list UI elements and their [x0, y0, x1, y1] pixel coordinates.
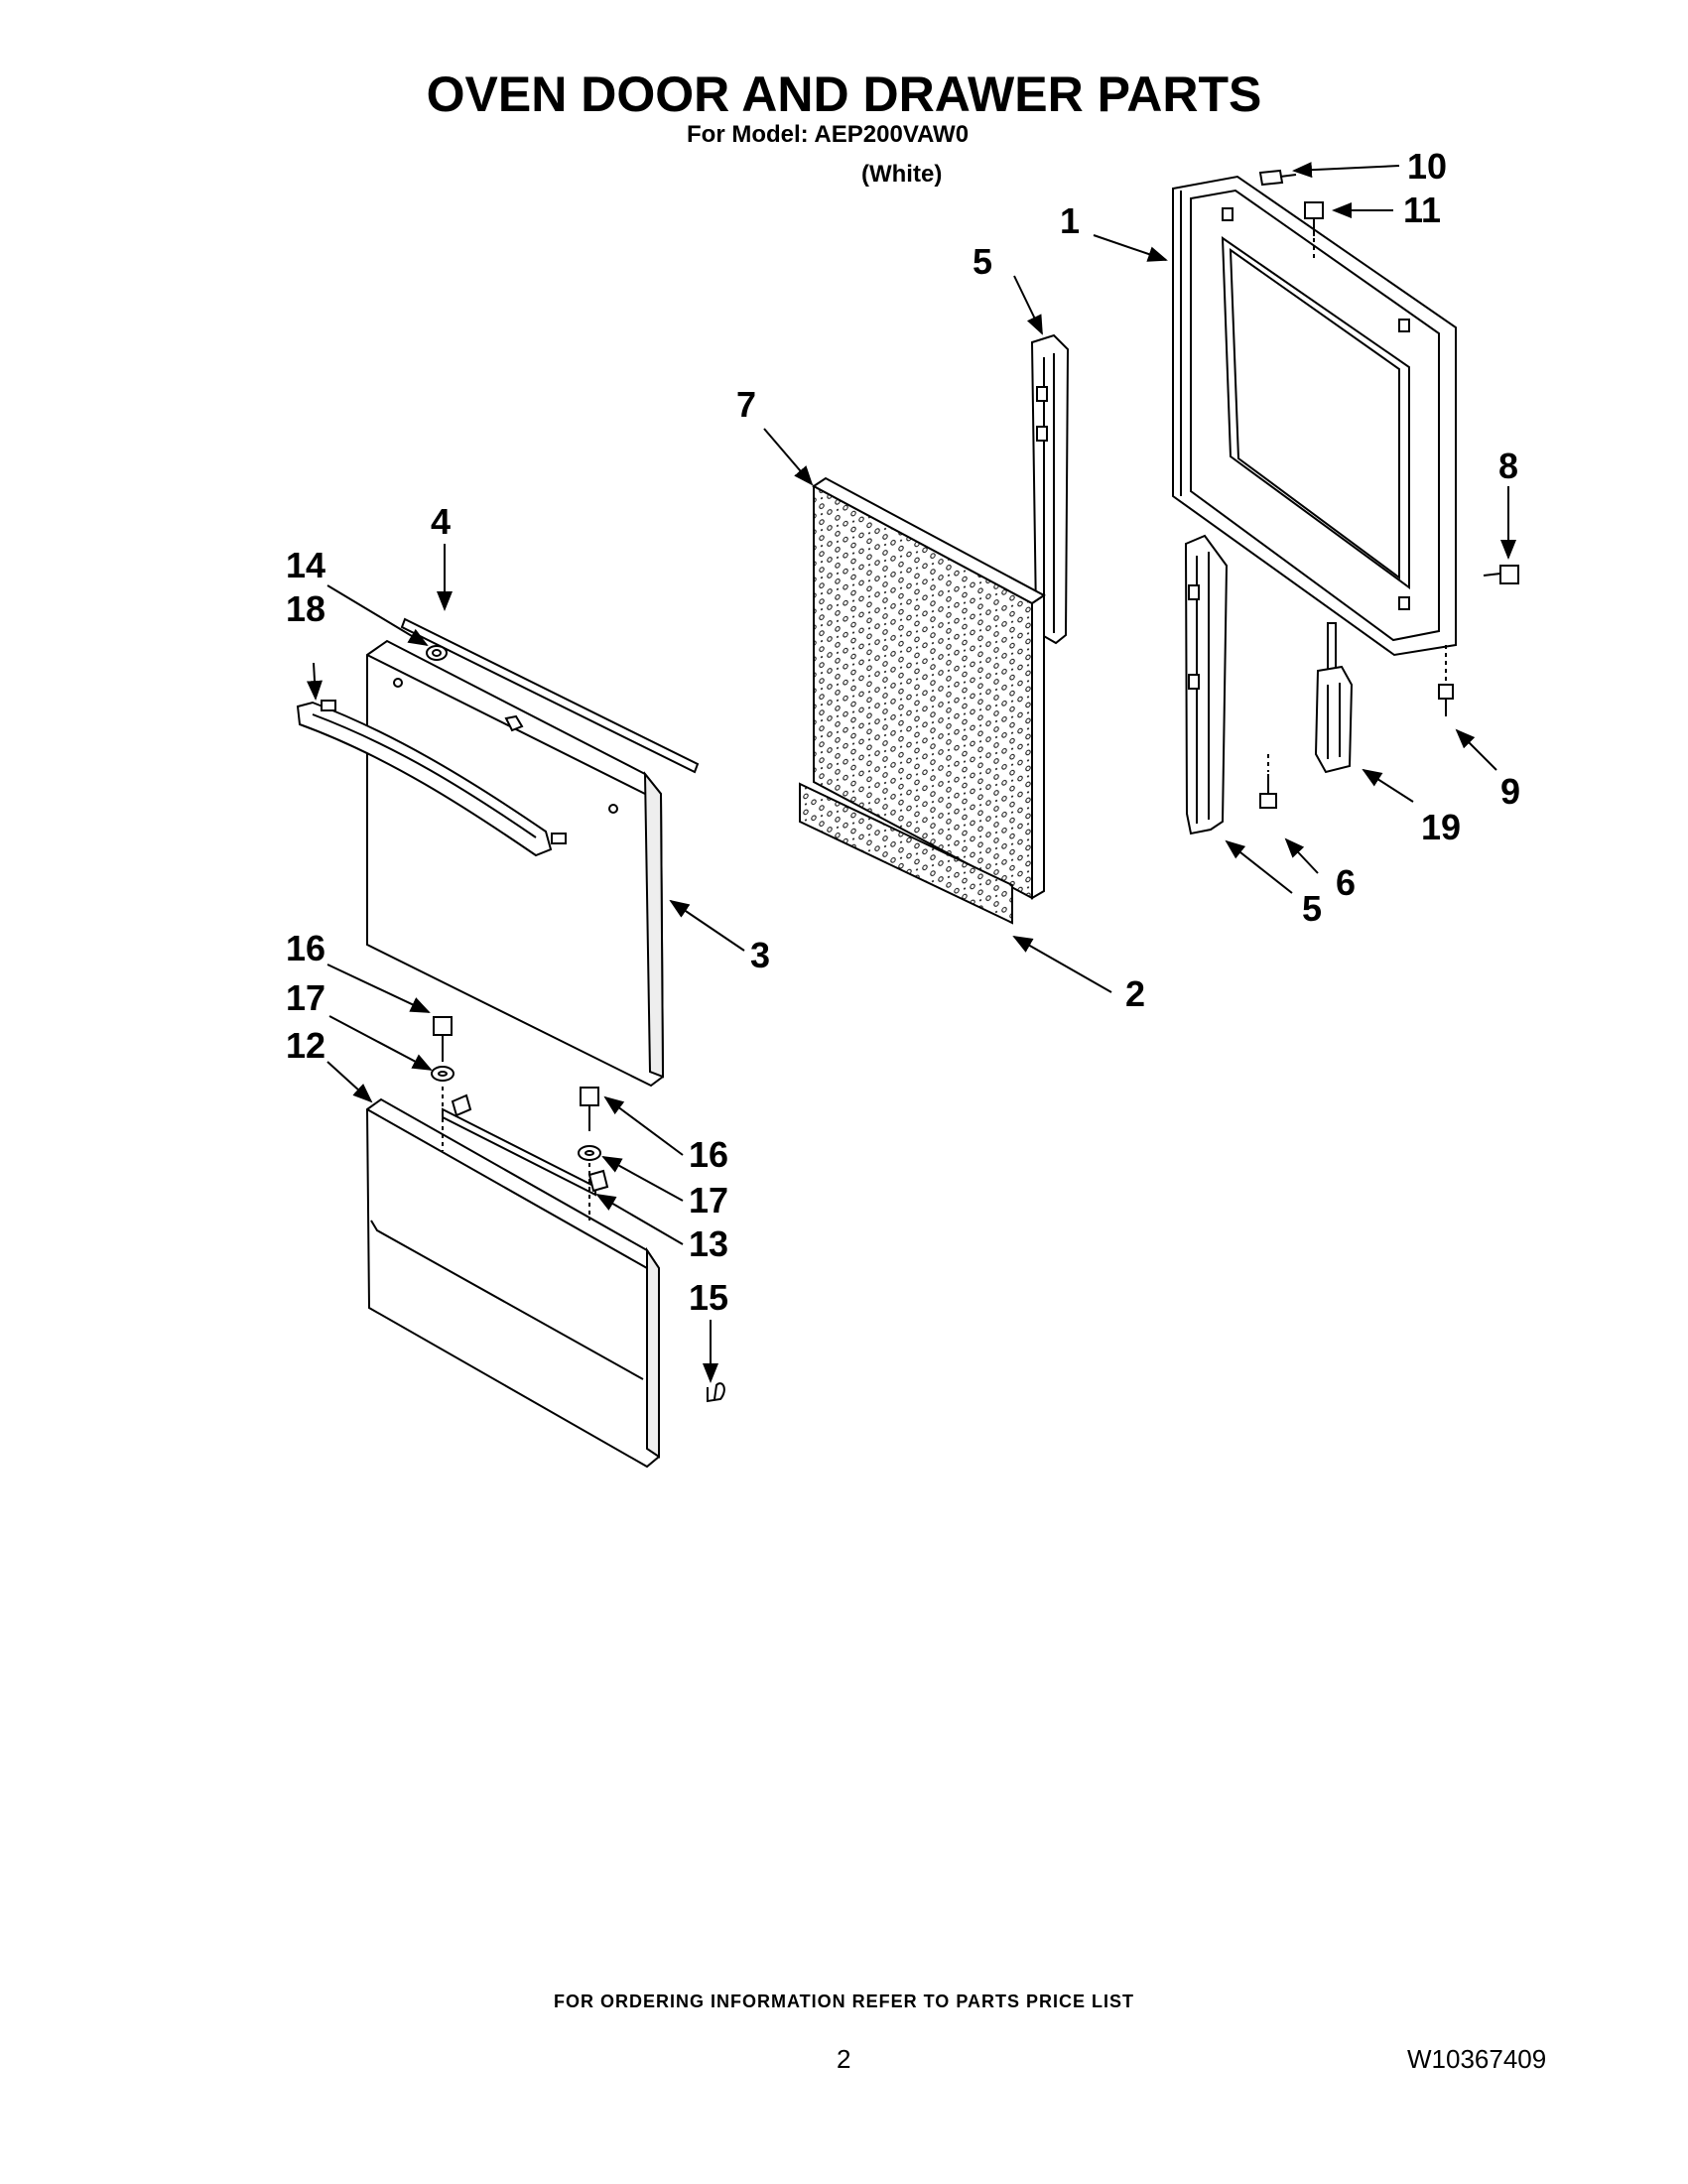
callout-12: 12	[286, 1025, 326, 1066]
callout-6: 6	[1336, 862, 1357, 903]
insulation-strip	[799, 782, 1013, 925]
drawer-front	[365, 1097, 660, 1469]
door-latch	[1314, 622, 1354, 774]
page-title: OVEN DOOR AND DRAWER PARTS	[426, 66, 1262, 122]
leader-arrows	[307, 162, 1516, 1383]
hinge-bracket-lower	[1184, 534, 1229, 835]
outer-door-panel	[366, 639, 665, 1088]
callout-9: 9	[1500, 771, 1521, 812]
color-label: (White)	[861, 161, 943, 188]
vent-trim	[400, 617, 700, 774]
callout-11: 11	[1403, 190, 1442, 230]
hardware-fasteners	[431, 169, 1519, 1403]
door-insulation	[812, 476, 1046, 900]
callout-13: 13	[689, 1223, 729, 1264]
callout-16-right: 16	[689, 1134, 729, 1175]
callout-3: 3	[750, 935, 771, 975]
drawer-bracket	[442, 1093, 609, 1197]
callout-19: 19	[1421, 807, 1462, 847]
callout-10: 10	[1407, 146, 1448, 187]
callout-5-upper: 5	[973, 241, 993, 282]
callout-1: 1	[1060, 200, 1081, 241]
callout-5-lower: 5	[1302, 888, 1323, 929]
callout-17-left: 17	[286, 977, 326, 1018]
door-liner-frame	[1172, 175, 1457, 657]
callout-4: 4	[431, 501, 452, 542]
ordering-note: FOR ORDERING INFORMATION REFER TO PARTS …	[553, 1991, 1134, 2011]
callout-14: 14	[286, 545, 326, 585]
callout-2: 2	[1125, 973, 1146, 1014]
callout-18: 18	[286, 588, 326, 629]
model-label: For Model: AEP200VAW0	[687, 121, 970, 148]
door-handle	[296, 700, 567, 857]
trim-clip	[426, 645, 448, 661]
callout-17-right: 17	[689, 1180, 729, 1220]
callout-16-left: 16	[286, 928, 326, 968]
callout-7: 7	[736, 384, 757, 425]
callout-8: 8	[1498, 446, 1519, 486]
document-number: W10367409	[1407, 2044, 1547, 2074]
page-number: 2	[837, 2044, 851, 2074]
callout-15: 15	[689, 1277, 729, 1318]
